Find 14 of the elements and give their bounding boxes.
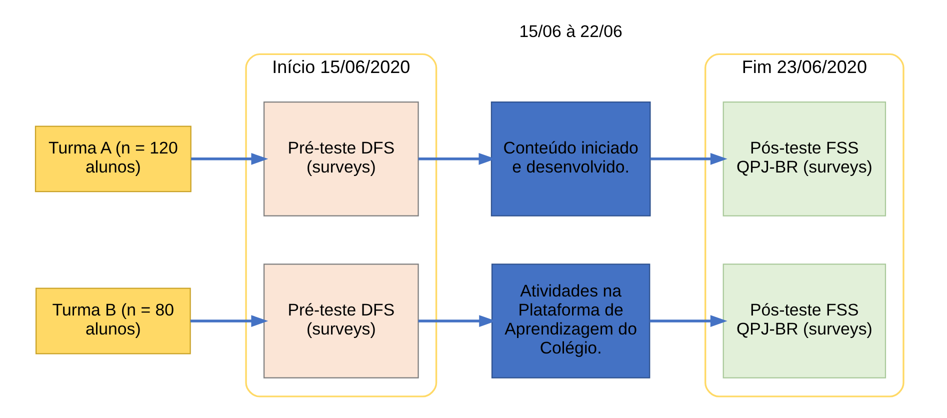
arrow xyxy=(190,315,268,327)
label: 15/06 à 22/06 xyxy=(518,22,622,41)
node-box: Pré-teste DFS (surveys) xyxy=(262,264,418,378)
arrow xyxy=(418,315,496,327)
node-box: Conteúdo iniciado e desenvolvido. xyxy=(490,101,650,216)
node-box: Turma A (n = 120 alunos) xyxy=(34,126,191,192)
arrow xyxy=(649,315,727,327)
node-box: Pós-teste FSS QPJ-BR (surveys) xyxy=(722,101,886,216)
node-box: Turma B (n = 80 alunos) xyxy=(35,288,190,354)
arrow xyxy=(190,152,268,165)
node-box: Pós-teste FSS QPJ-BR (surveys) xyxy=(722,264,886,378)
node-box: Atividades na Plataforma de Aprendizagem do Colégio. xyxy=(490,264,650,378)
node-box: Pré-teste DFS (surveys) xyxy=(262,101,418,216)
arrow xyxy=(650,152,727,165)
